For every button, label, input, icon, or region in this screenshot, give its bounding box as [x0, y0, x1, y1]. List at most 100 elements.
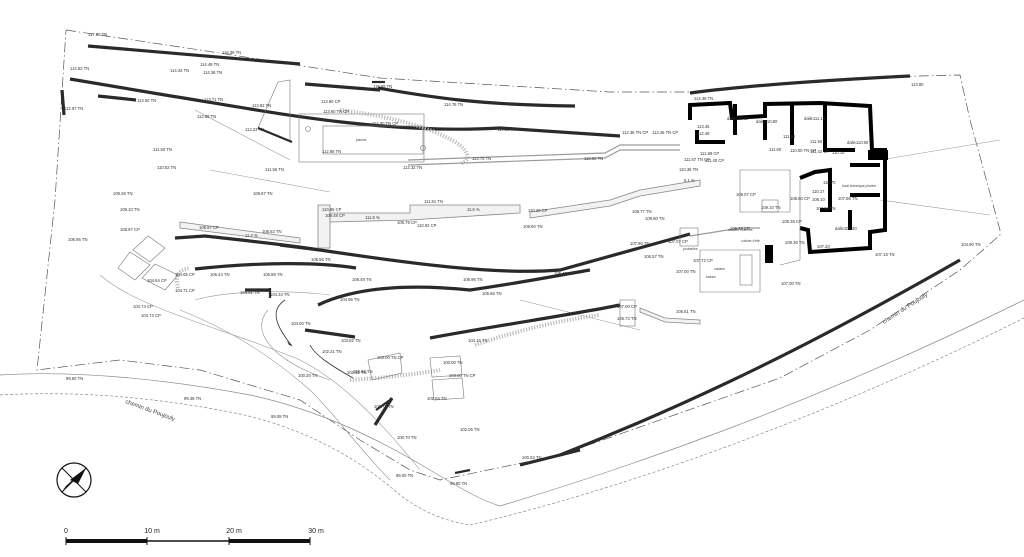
spot-height-label: dalle110.80	[756, 119, 778, 124]
scale-label-0: 0	[64, 528, 68, 535]
spot-height-label: 106.96 TN	[463, 277, 482, 282]
spot-height-label: 108.38 CP	[782, 219, 802, 224]
spot-height-label: 100.70 TN	[397, 435, 416, 440]
spot-height-label: 107.16 TN	[875, 252, 894, 257]
garden-steps	[174, 108, 601, 382]
spot-height-label: 113.00 TN	[137, 98, 156, 103]
spot-height-label: 117.00 TN	[88, 32, 107, 37]
spot-height-label: 113.80	[911, 82, 924, 87]
spot-height-label: 99.08 TN	[271, 414, 288, 419]
scale-bar: 0 10 m 20 m 30 m	[64, 528, 324, 545]
spot-height-label: 114.36 TN	[203, 70, 222, 75]
spot-height-label: 111.89 CP	[700, 151, 719, 156]
spot-height-label: 104.64 CP	[147, 278, 167, 283]
spot-height-label: 109.80 TN	[645, 216, 664, 221]
spot-height-label: 111.5 %	[365, 215, 380, 220]
room-label: poubelles	[683, 247, 698, 251]
spot-height-label: 102.21 TN	[322, 349, 341, 354]
spot-height-label: 109.79 CP	[397, 220, 417, 225]
parking-spaces	[117, 235, 465, 401]
spot-height-label: 102.82 TN	[353, 369, 372, 374]
room-labels: piscine local technique piscine cuisine d'…	[356, 138, 876, 279]
spot-height-label: 102.84 TN	[427, 396, 446, 401]
spot-height-label: 110.36 TN	[679, 167, 698, 172]
spot-height-label: 104.65 CP	[175, 272, 195, 277]
spot-height-label: 111.91 TN	[424, 199, 443, 204]
spot-height-label: 106.45 TN	[554, 271, 573, 276]
spot-height-label: 107.07 CP	[668, 239, 688, 244]
room-label: bassin	[706, 275, 716, 279]
road-label: chemin du Poujouly	[124, 399, 175, 423]
spot-height-label: 114.38 TN	[694, 96, 713, 101]
spot-height-label: 109.77 TN	[632, 209, 651, 214]
spot-height-label: 107.86 TN	[838, 196, 857, 201]
spot-height-label: 111.60	[769, 147, 782, 152]
spot-height-label: 108.97 CP	[199, 225, 219, 230]
spot-height-label: 112.98 TN	[322, 149, 341, 154]
spot-height-label: 112.32 TN	[403, 165, 422, 170]
spot-height-label: 113.71 TN	[204, 97, 223, 102]
terrace-paths	[179, 144, 760, 327]
room-label: piscine	[356, 138, 367, 142]
spot-height-label: 113.82 TN	[252, 103, 271, 108]
spot-height-label: dalle112.52	[727, 116, 749, 121]
scale-label-10: 10 m	[144, 528, 160, 535]
spot-height-label: 5.1 %	[684, 178, 695, 183]
spot-height-label: 109.10 TN	[120, 207, 139, 212]
spot-height-label: 112.23 TN	[245, 127, 264, 132]
spot-height-label: 104.74 CP	[133, 304, 153, 309]
north-arrow-icon	[56, 462, 92, 498]
spot-height-label: 114.76 TN	[444, 102, 463, 107]
spot-height-label: 110.00 TN CP	[790, 148, 816, 153]
spot-height-label: 108.62 TN	[262, 229, 281, 234]
spot-height-label: 101.78 TN	[374, 404, 393, 409]
spot-height-label: 105.73 TN	[617, 316, 636, 321]
retaining-walls	[60, 44, 961, 475]
spot-height-label: 111.50	[810, 139, 823, 144]
spot-height-label: 106.88 TN	[263, 272, 282, 277]
spot-height-label: 113.75 TN	[472, 156, 491, 161]
spot-height-label: 111.50 TN	[153, 147, 172, 152]
slope-arrows	[275, 299, 354, 379]
spot-height-label: 107.90 TN	[630, 241, 649, 246]
spot-height-label: 99.00 TN	[396, 473, 413, 478]
spot-height-label: 99.80 TN	[450, 481, 467, 486]
spot-height-label: 108.36 TN	[785, 240, 804, 245]
spot-height-label: 102.82 TN	[347, 370, 366, 375]
contour-lines	[99, 109, 1001, 481]
spot-height-label: dalle110.90	[847, 140, 869, 145]
room-label: local technique piscine	[842, 184, 876, 188]
chemin-du-poujouly-road	[0, 299, 1024, 526]
spot-height-label: 103.82 TN	[341, 338, 360, 343]
spot-height-label: 112.49	[697, 131, 710, 136]
spot-height-label: 114.50 TN CP	[372, 121, 398, 126]
spot-height-label: 109.28 CP	[730, 226, 750, 231]
spot-height-label: 106.95 TN	[68, 237, 87, 242]
spot-height-label: 108.10	[812, 197, 825, 202]
spot-height-label: dalle107.30	[835, 226, 857, 231]
spot-height-label: 106.44 TN	[210, 272, 229, 277]
spot-height-label: 104.96 TN	[340, 297, 359, 302]
spot-height-label: 103.00 TN CP	[377, 355, 404, 360]
spot-height-label: 107.00 TN	[676, 269, 695, 274]
spot-height-label: 104.34 TN	[270, 292, 289, 297]
spot-height-label: dalle111.16	[804, 116, 826, 121]
spot-height-label: 107.96 TN	[816, 206, 835, 211]
spot-height-label: 105.66 TN	[482, 291, 501, 296]
spot-height-label: 113.60 TN CP	[323, 109, 349, 114]
spot-height-label: 107.00 CP	[617, 304, 637, 309]
property-boundary	[36, 29, 1001, 481]
spot-height-label: 110.20 CP	[528, 208, 548, 213]
spot-height-label: 100.52 TN	[522, 455, 541, 460]
spot-height-label: 109.10 TN	[761, 205, 780, 210]
spot-height-label: 114.36 TN	[497, 127, 516, 132]
spot-height-label: 105.61 TN	[676, 309, 695, 314]
spot-height-label: 111.40 CP	[705, 158, 724, 163]
room-label: cuisine d'été	[741, 239, 760, 243]
spot-height-label: 104.71 CP	[175, 288, 195, 293]
spot-height-label: 108.56 TN	[311, 257, 330, 262]
spot-height-label: 116.09 TN	[373, 84, 392, 89]
spot-height-label: 104.90 TN	[961, 242, 980, 247]
